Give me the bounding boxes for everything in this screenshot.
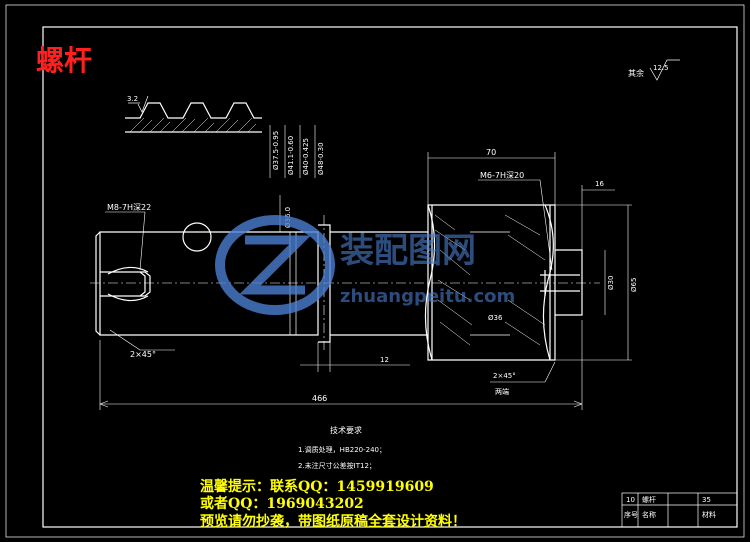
notice-line-3: 预览请勿抄袭，带图纸原稿全套设计资料！: [200, 513, 466, 530]
tech-req-item-1: 1.调质处理，HB220-240；: [298, 445, 386, 454]
title-block-no: 10: [626, 496, 635, 504]
surface-finish-label: 其余: [628, 68, 644, 78]
title-block-header-name: 名称: [642, 510, 656, 519]
dim-right-step: 16: [595, 180, 604, 188]
nut-dimensions: 70 M6-7H深20 16 Ø30 Ø65 Ø36 2×45° 两端: [427, 148, 638, 396]
dim-d1: Ø37.5-0.95: [272, 131, 280, 170]
dim-d5: Ø48-0.30: [317, 142, 325, 175]
groove-dimension: 12: [300, 342, 410, 372]
right-chamfer: 2×45°: [493, 372, 516, 380]
dim-groove: 12: [380, 356, 389, 364]
tech-req-item-2: 2.未注尺寸公差按IT12；: [298, 461, 376, 470]
left-thread-callout: M8-7H深22: [107, 203, 151, 212]
watermark-logo-icon: [215, 215, 335, 315]
overall-length-dimension: 466: [99, 320, 583, 410]
nut-body: [424, 204, 583, 361]
inner-frame: [42, 26, 738, 528]
surface-finish-value: 12.5: [653, 64, 669, 72]
title-block-header-no: 序号: [624, 510, 638, 519]
watermark: 装配图网 zhuangpeitu.com: [215, 215, 515, 315]
right-thread-callout: M6-7H深20: [480, 171, 524, 180]
dim-d4: Ø40-0.425: [302, 138, 310, 175]
title-block-qty: 35: [702, 496, 711, 504]
title-block-header-qty: 材料: [702, 510, 716, 519]
thread-diameter-dims: Ø37.5-0.95 Ø41.1-0.60 Ø40-0.425 Ø48-0.30: [269, 125, 325, 178]
watermark-cn: 装配图网: [340, 231, 476, 271]
technical-requirements: 技术要求 1.调质处理，HB220-240； 2.未注尺寸公差按IT12；: [298, 425, 386, 470]
watermark-en: zhuangpeitu.com: [340, 286, 515, 307]
dim-right-length: 70: [486, 148, 496, 157]
thread-roughness: 3.2: [127, 95, 138, 103]
dim-d2: Ø41.1-0.60: [287, 136, 295, 175]
both-ends: 两端: [495, 387, 509, 396]
notice-line-1: 温馨提示：联系QQ：1459919609: [200, 478, 434, 495]
surface-finish-symbol: 12.5: [649, 59, 680, 81]
title-block-name: 螺杆: [642, 495, 656, 504]
title-block: 10 螺杆 35 序号 名称 材料: [621, 492, 738, 528]
tech-req-heading: 技术要求: [330, 425, 362, 435]
dim-total-length: 466: [312, 394, 327, 403]
dim-d30: Ø30: [607, 276, 615, 290]
thread-profile-detail: 3.2: [125, 95, 262, 133]
cross-hole: [182, 222, 212, 252]
drawing-title: 螺杆: [36, 44, 92, 77]
notice-line-2: 或者QQ：1969043202: [200, 495, 364, 512]
dim-d36: Ø36: [488, 314, 503, 322]
left-chamfer: 2×45°: [130, 350, 156, 359]
outer-frame: [5, 4, 745, 538]
dim-d65: Ø65: [630, 278, 638, 292]
